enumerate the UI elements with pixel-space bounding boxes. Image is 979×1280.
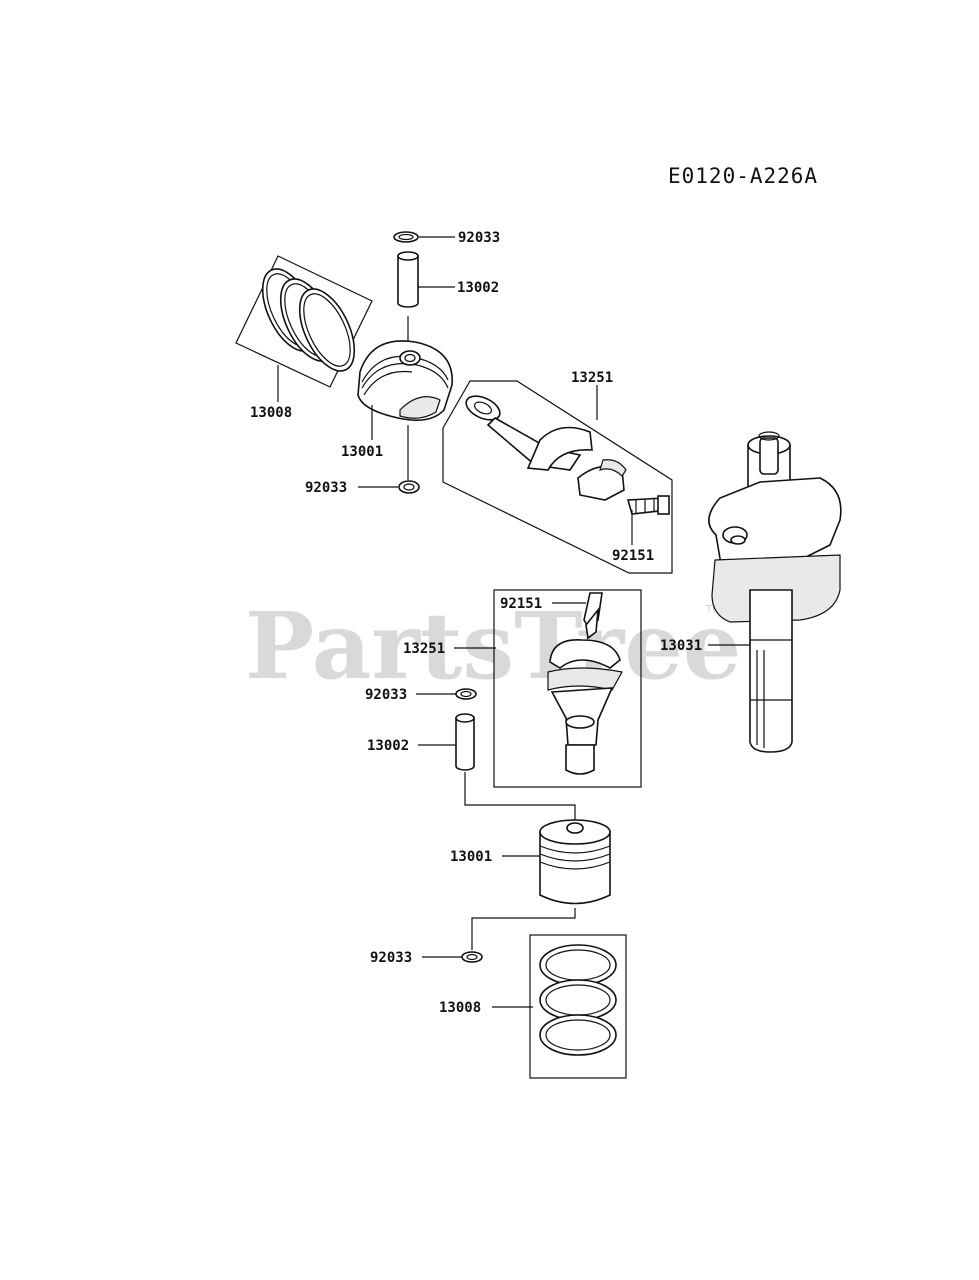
- callout-conrod-bottom[interactable]: 13251: [403, 641, 445, 657]
- crankshaft-part[interactable]: [708, 431, 842, 753]
- ring-set-top-part[interactable]: [235, 255, 373, 388]
- watermark-trademark: TM: [705, 604, 721, 615]
- callout-conrod-top[interactable]: 13251: [571, 370, 613, 386]
- callout-ring-set-top[interactable]: 13008: [250, 405, 292, 421]
- piston-bottom-part[interactable]: [539, 819, 611, 905]
- ring-clip-lower-part[interactable]: [455, 688, 477, 700]
- conrod-bottom-part[interactable]: [493, 589, 642, 788]
- callout-ring-clip-lower[interactable]: 92033: [365, 687, 407, 703]
- callout-ring-set-bottom[interactable]: 13008: [439, 1000, 481, 1016]
- diagram-code: E0120-A226A: [668, 164, 819, 188]
- callout-ring-clip-top[interactable]: 92033: [458, 230, 500, 246]
- ring-clip-mid-part[interactable]: [398, 480, 420, 494]
- callout-crankshaft[interactable]: 13031: [660, 638, 702, 654]
- conrod-top-part[interactable]: [442, 380, 673, 574]
- watermark-text: PartsTree: [245, 592, 741, 700]
- callout-ring-clip-mid[interactable]: 92033: [305, 480, 347, 496]
- ring-set-bottom-part[interactable]: [529, 934, 627, 1079]
- piston-pin-top-part[interactable]: [397, 251, 419, 308]
- callout-piston-pin-bottom[interactable]: 13002: [367, 738, 409, 754]
- callout-ring-clip-bottom[interactable]: 92033: [370, 950, 412, 966]
- ring-clip-bottom-part[interactable]: [461, 951, 483, 963]
- callout-piston-top[interactable]: 13001: [341, 444, 383, 460]
- callout-bolt-bottom[interactable]: 92151: [500, 596, 542, 612]
- callout-piston-pin-top[interactable]: 13002: [457, 280, 499, 296]
- callout-piston-bottom[interactable]: 13001: [450, 849, 492, 865]
- piston-top-part[interactable]: [357, 340, 453, 421]
- callout-bolt-top[interactable]: 92151: [612, 548, 654, 564]
- ring-clip-top-part[interactable]: [393, 231, 419, 243]
- piston-pin-bottom-part[interactable]: [455, 713, 475, 771]
